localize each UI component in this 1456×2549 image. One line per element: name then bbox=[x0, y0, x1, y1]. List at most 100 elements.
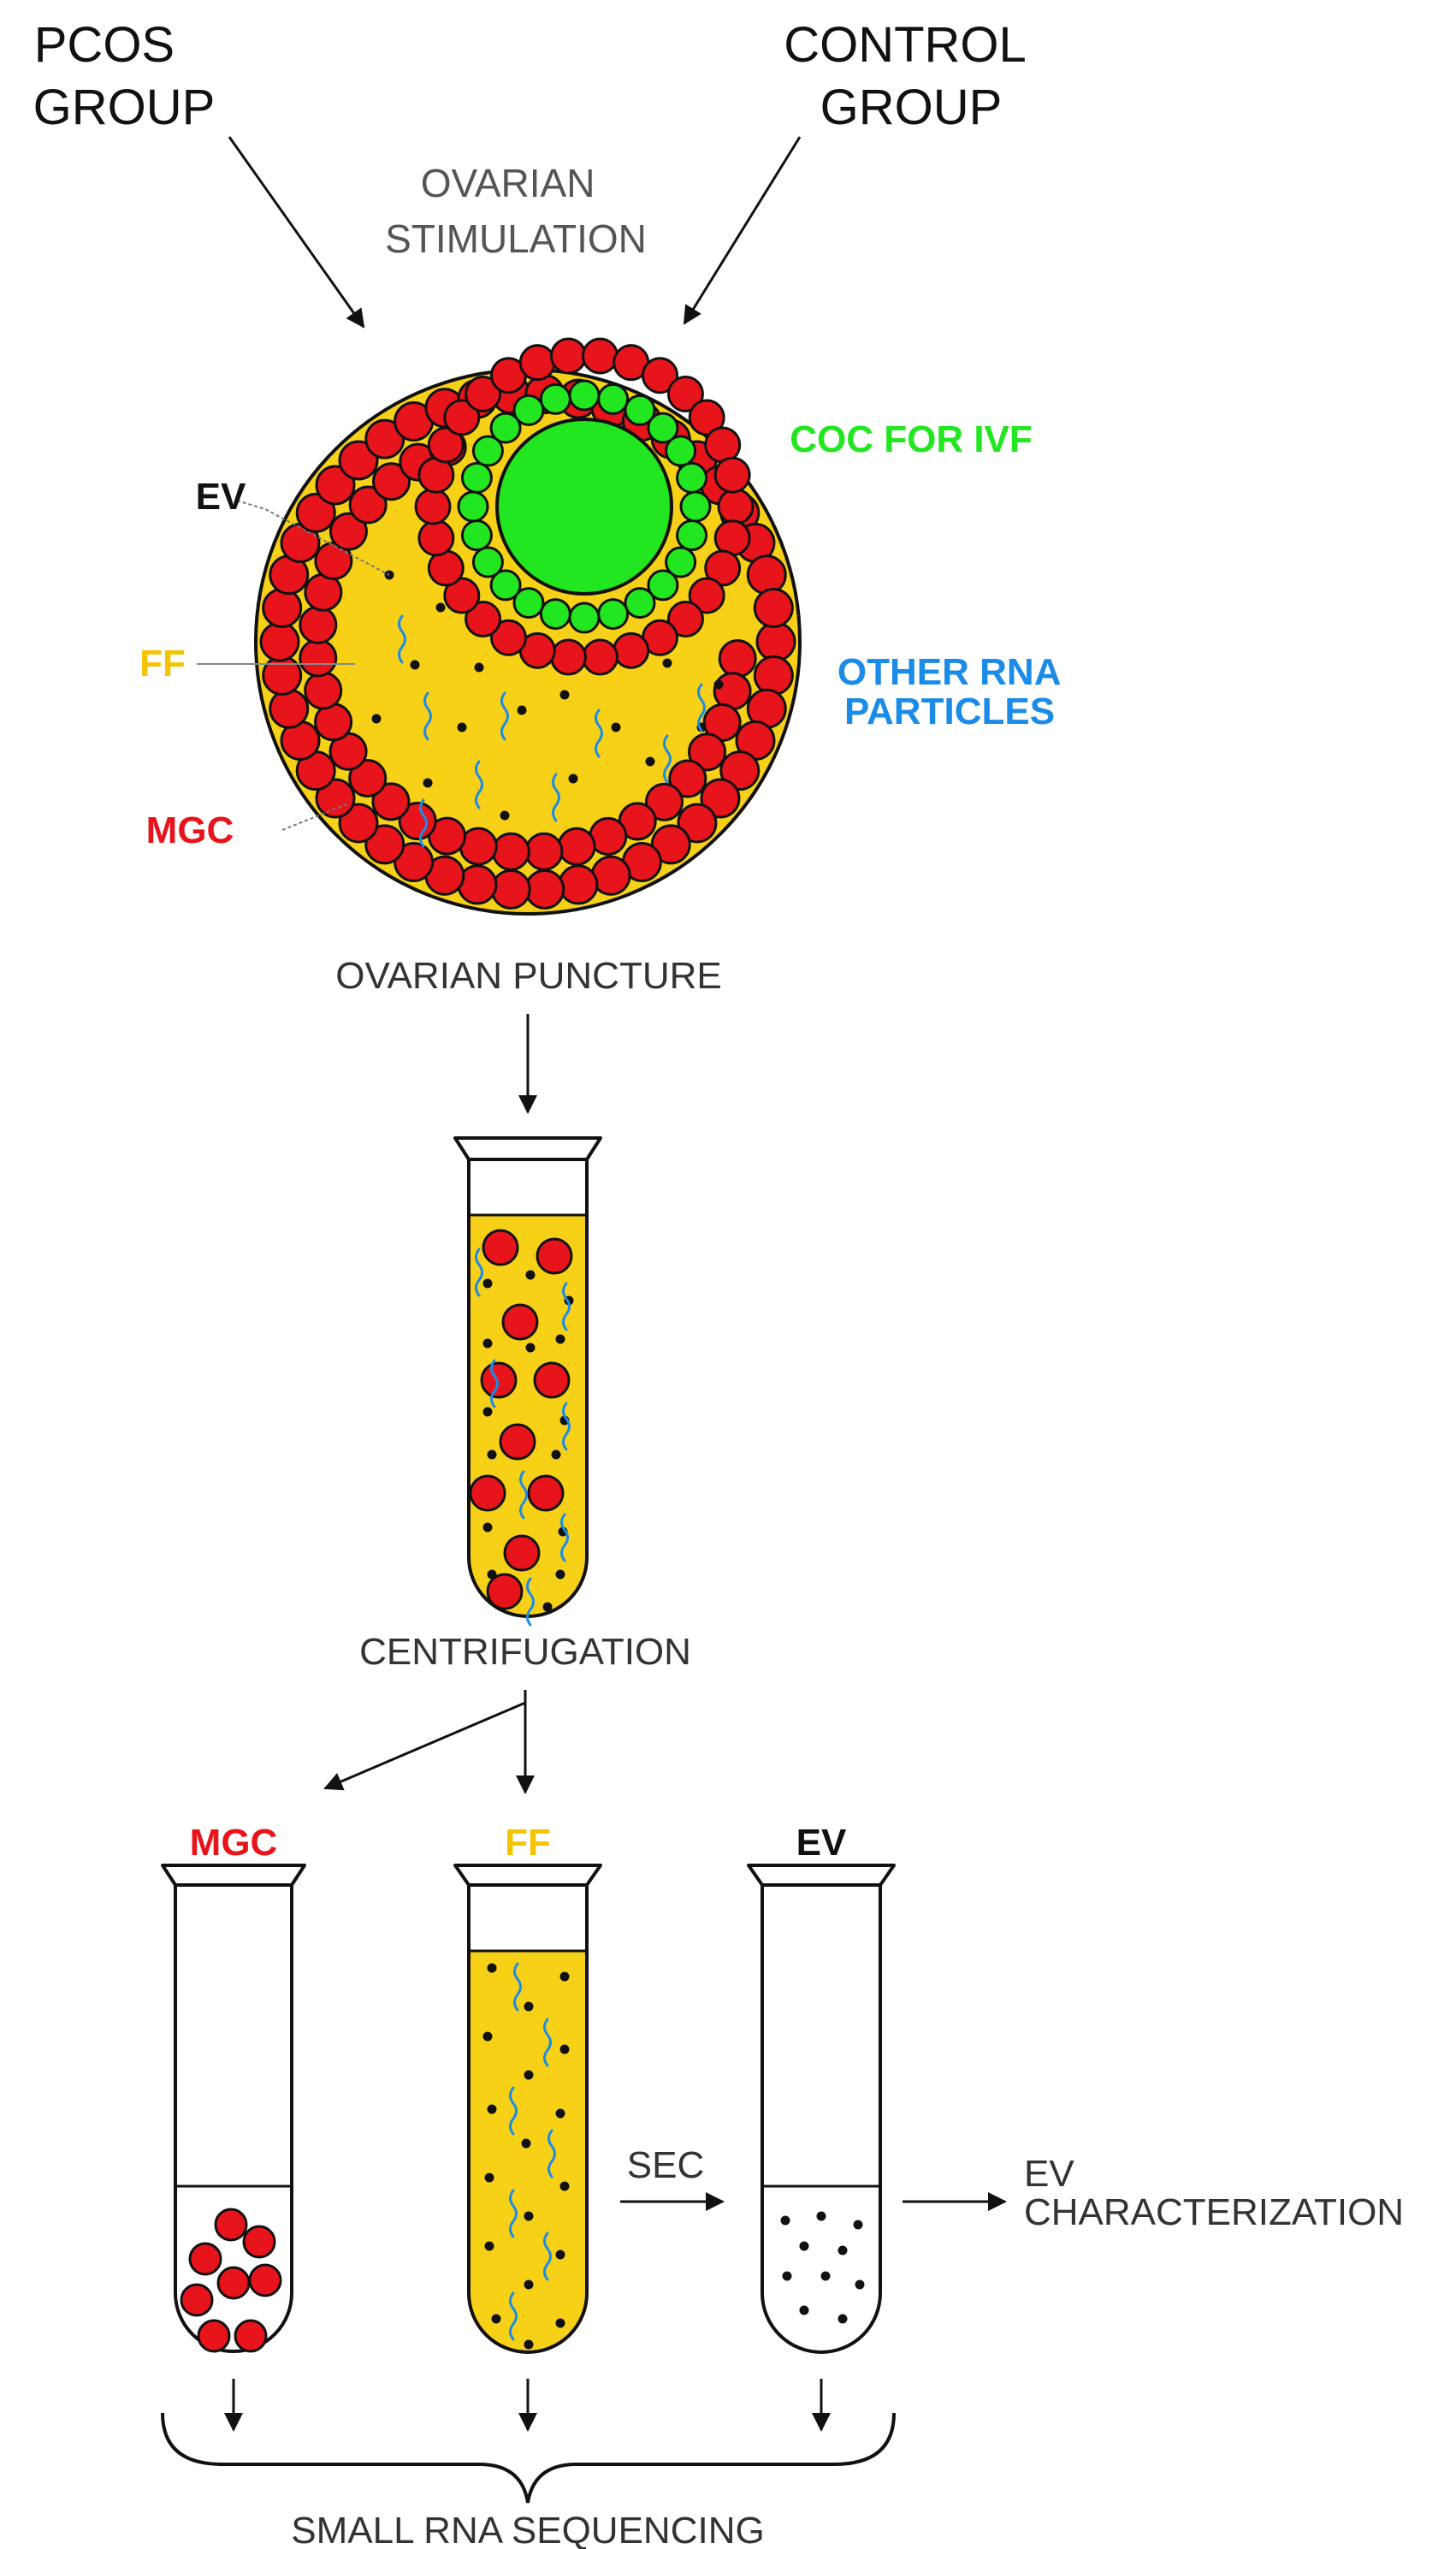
ev-particle bbox=[713, 679, 724, 690]
granulosa-cell bbox=[677, 803, 718, 844]
cumulus-cell bbox=[679, 490, 712, 523]
ev-particle bbox=[524, 2279, 534, 2290]
granulosa-cell bbox=[269, 688, 310, 729]
rna-particle bbox=[519, 1470, 528, 1520]
corona-cell bbox=[688, 399, 725, 436]
rna-particle bbox=[513, 1962, 522, 2012]
ovarian-stimulation-label: OVARIAN STIMULATION bbox=[385, 161, 647, 261]
cumulus-cell bbox=[568, 379, 601, 412]
ev-particle bbox=[611, 722, 621, 732]
ev-leader bbox=[236, 500, 390, 576]
cumulus-cell bbox=[457, 490, 489, 523]
granulosa-cell bbox=[262, 655, 303, 696]
ev-particle bbox=[491, 2314, 501, 2324]
corona-cell bbox=[549, 638, 587, 676]
corona-cell bbox=[417, 519, 455, 557]
granulosa-cell bbox=[398, 802, 437, 841]
rna-particle bbox=[509, 2189, 518, 2238]
rna-squiggles bbox=[398, 614, 706, 848]
mgc-label: MGC bbox=[146, 809, 234, 851]
rna-particle bbox=[526, 1577, 535, 1627]
cumulus-cell bbox=[676, 461, 708, 494]
ev-particle bbox=[525, 1270, 536, 1280]
coc-label: COC FOR IVF bbox=[790, 418, 1033, 460]
ev-particle bbox=[482, 1522, 493, 1532]
ev-particle bbox=[484, 2173, 494, 2183]
split-left-arrow bbox=[323, 1701, 526, 1791]
ff-tube-label: FF bbox=[505, 1822, 551, 1864]
ev-particle bbox=[487, 1569, 497, 1580]
ev-tube-label: EV bbox=[796, 1822, 847, 1864]
corona-cell bbox=[688, 577, 725, 614]
rna-particle bbox=[509, 2291, 518, 2341]
cumulus-cell bbox=[665, 435, 697, 467]
ev-particle bbox=[524, 2211, 534, 2221]
granulosa-cell bbox=[753, 588, 794, 629]
rna-particle bbox=[697, 683, 706, 732]
centrifuge-tube bbox=[453, 1136, 602, 1627]
granulosa-cell bbox=[700, 778, 741, 819]
cumulus-cell bbox=[624, 587, 656, 619]
granulosa-cell bbox=[644, 782, 684, 821]
ev-particle bbox=[799, 2305, 809, 2315]
ev-particle bbox=[662, 658, 672, 668]
corona-cell bbox=[666, 601, 704, 638]
corona-cell bbox=[490, 619, 527, 656]
granulosa-cell bbox=[348, 758, 388, 797]
ev-particle bbox=[551, 1449, 561, 1460]
ev-label: EV bbox=[196, 476, 246, 518]
cumulus-cell bbox=[676, 519, 708, 552]
corona-cell bbox=[443, 577, 481, 614]
cumulus-cell bbox=[471, 546, 504, 578]
ev-particle bbox=[780, 2215, 790, 2226]
ev-particle bbox=[559, 2181, 570, 2191]
ovarian-puncture-label: OVARIAN PUNCTURE bbox=[335, 955, 721, 997]
rna-particle bbox=[663, 734, 672, 784]
ev-particle bbox=[521, 2138, 531, 2149]
ev-particle bbox=[853, 2220, 863, 2230]
corona-cell bbox=[465, 601, 502, 638]
granulosa-cell bbox=[746, 554, 787, 596]
granulosa-cell bbox=[490, 868, 531, 910]
cumulus-cell bbox=[647, 412, 679, 444]
ev-particle bbox=[855, 2279, 865, 2290]
pcos-arrow bbox=[228, 136, 365, 329]
ev-particle bbox=[484, 2241, 494, 2251]
cumulus-cell bbox=[647, 569, 679, 602]
granulosa-cell bbox=[242, 2225, 276, 2259]
granulosa-cell bbox=[718, 639, 757, 679]
mgc-tube-label: MGC bbox=[190, 1822, 278, 1864]
granulosa-cell bbox=[214, 2208, 248, 2242]
control-group-label: CONTROL GROUP bbox=[784, 17, 1039, 135]
corona-cell bbox=[613, 631, 650, 669]
rna-particle bbox=[475, 1248, 483, 1297]
ev-particle bbox=[410, 660, 420, 670]
granulosa-cell bbox=[501, 1303, 539, 1341]
corona-cell bbox=[582, 337, 619, 375]
granulosa-cell bbox=[650, 824, 691, 865]
ev-tube bbox=[747, 1864, 896, 2354]
ev-particle bbox=[820, 2271, 831, 2281]
other-rna-label: OTHER RNA PARTICLES bbox=[837, 651, 1070, 732]
ev-particle bbox=[482, 1338, 493, 1349]
granulosa-cell bbox=[216, 2266, 251, 2300]
ev-particle bbox=[559, 690, 570, 700]
cumulus-cell bbox=[568, 602, 601, 634]
granulosa-cell bbox=[499, 1423, 536, 1461]
mgc-tube bbox=[161, 1864, 306, 2353]
rna-particle bbox=[562, 1402, 571, 1451]
cumulus-cell bbox=[489, 412, 522, 444]
rna-particle bbox=[552, 773, 560, 822]
corona-cell bbox=[704, 549, 742, 587]
granulosa-cell bbox=[503, 1534, 541, 1572]
ff-label: FF bbox=[139, 643, 186, 685]
cumulus-cell bbox=[512, 587, 545, 619]
granulosa-cell bbox=[295, 492, 336, 533]
rna-particle bbox=[543, 2232, 552, 2281]
ev-particle bbox=[542, 1602, 553, 1612]
rna-particle bbox=[543, 2018, 552, 2067]
ev-particle bbox=[371, 714, 382, 724]
follicle bbox=[254, 337, 802, 916]
granulosa-cell bbox=[262, 588, 303, 629]
